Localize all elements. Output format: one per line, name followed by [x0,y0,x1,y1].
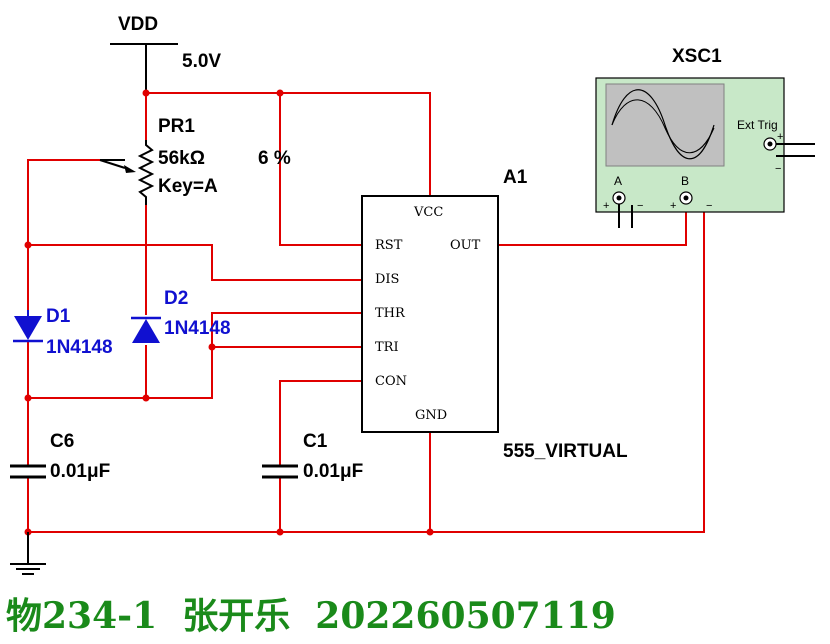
d1-ref: D1 [46,306,71,327]
junction-dot [426,528,434,536]
timer-part: 555_VIRTUAL [503,441,628,462]
pin-rst: RST [375,238,403,253]
wire-out [498,205,687,246]
channel-a-label: A [614,174,622,188]
timer-555-a1[interactable]: VCC RST OUT DIS THR TRI CON GND A1 555_V… [361,167,628,462]
junction-dot [24,394,32,402]
d1-model: 1N4148 [46,337,113,358]
wire-thr [211,312,362,347]
scope-ext-trig: Ext Trig [737,118,778,132]
wire-dis [28,244,362,281]
channel-a-plus: + [603,200,609,212]
channel-b-plus: + [670,200,676,212]
pr1-ref: PR1 [158,116,195,137]
pin-gnd: GND [415,408,447,423]
diode-d1[interactable]: D1 1N4148 [13,306,113,358]
d2-ref: D2 [164,288,188,309]
wire-wiper [27,159,125,245]
c1-value: 0.01μF [303,461,363,482]
vdd-source[interactable]: VDD 5.0V [110,14,221,93]
junctions [24,89,434,536]
junction-dot [276,528,284,536]
timer-ref: A1 [503,167,528,188]
pin-vcc: VCC [413,205,443,220]
vdd-voltage: 5.0V [182,51,221,72]
channel-b-terminal-core [683,195,689,201]
wire-rst [279,93,362,246]
wire-vdd-vcc [146,92,431,196]
capacitor-c6[interactable]: C6 0.01μF [10,431,110,482]
diode-d2[interactable]: D2 1N4148 [131,288,231,343]
junction-dot [208,343,216,351]
wiper-arrow-icon [124,165,136,173]
pin-out: OUT [450,238,481,253]
diode-d2-icon [132,319,160,343]
scope-waveform-icon [611,89,715,160]
ext-trig-plus: + [777,131,783,143]
potentiometer-wiper [99,159,126,169]
scope-ref: XSC1 [672,46,722,67]
junction-dot [142,394,150,402]
pr1-value: 56kΩ [158,148,205,169]
ext-trig-minus: − [775,163,781,175]
pin-dis: DIS [375,272,399,287]
diode-d1-icon [14,316,42,340]
capacitor-c1[interactable]: C1 0.01μF [262,431,363,482]
footer-caption: 物234-1 张开乐 202260507119 [6,595,616,637]
wire-con [279,380,362,465]
c1-ref: C1 [303,431,328,452]
ext-trig-terminal-core [767,141,773,147]
channel-a-minus: − [637,200,643,212]
wire-ground-rail [28,205,705,533]
junction-dot [276,89,284,97]
channel-b-minus: − [706,200,712,212]
c6-value: 0.01μF [50,461,110,482]
d2-model: 1N4148 [164,318,231,339]
junction-dot [24,241,32,249]
wire-cap-node [28,347,213,399]
scope-waveform-icon-2 [611,99,715,154]
ground-symbol [10,532,46,575]
oscilloscope-xsc1[interactable]: XSC1 Ext Trig + − A + − B + − [595,46,815,228]
vdd-label: VDD [118,14,158,35]
pr1-key: Key=A [158,176,218,197]
timer-body [361,195,499,433]
junction-dot [142,89,150,97]
pr1-setting: 6 % [258,148,291,169]
c6-ref: C6 [50,431,74,452]
channel-b-label: B [681,174,689,188]
wires [27,92,705,533]
pin-thr: THR [375,306,406,321]
potentiometer-pr1[interactable]: PR1 56kΩ Key=A 6 % [99,116,291,205]
channel-a-terminal-core [616,195,622,201]
potentiometer-resistor [137,140,155,205]
pin-con: CON [375,374,407,389]
pin-tri: TRI [375,340,399,355]
